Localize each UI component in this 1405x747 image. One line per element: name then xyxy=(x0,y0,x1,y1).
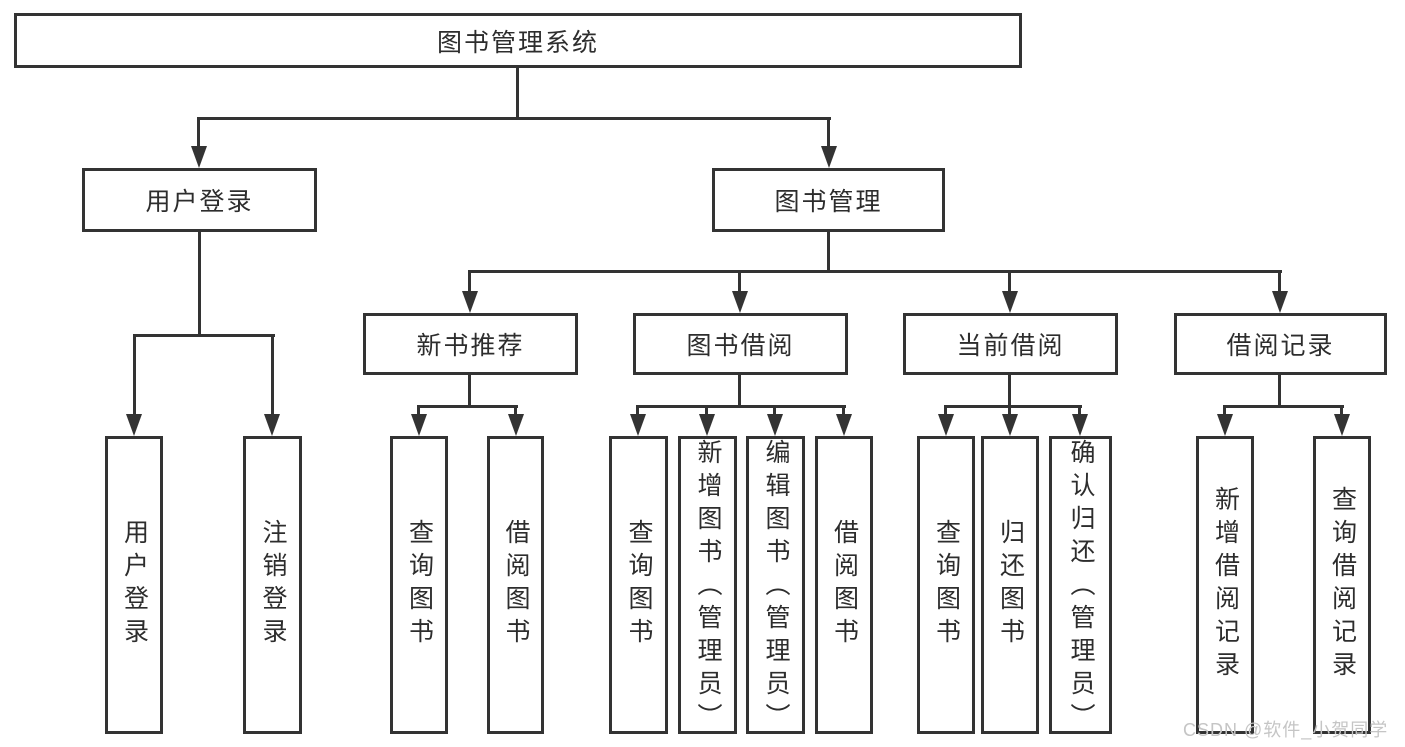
connector-line xyxy=(773,405,776,414)
arrow-down-icon xyxy=(1002,414,1018,436)
connector-line xyxy=(1223,405,1344,408)
connector-line xyxy=(827,117,830,148)
arrow-down-icon xyxy=(191,146,207,168)
node-new-book-recommend: 新书推荐 xyxy=(363,313,578,375)
leaf-add-books-admin: 新增图书（管理员） xyxy=(678,436,737,736)
connector-line xyxy=(636,405,639,414)
connector-line xyxy=(1008,405,1011,414)
arrow-down-icon xyxy=(462,291,478,313)
connector-line xyxy=(842,405,845,414)
arrow-down-icon xyxy=(1217,414,1233,436)
node-root-label: 图书管理系统 xyxy=(436,28,599,57)
connector-line xyxy=(516,68,519,120)
leaf-logout-label: 注销登录 xyxy=(259,519,287,651)
arrow-down-icon xyxy=(411,414,427,436)
leaf-query-books-3-label: 查询图书 xyxy=(932,519,961,651)
connector-line xyxy=(1278,270,1281,291)
leaf-return-books-label: 归还图书 xyxy=(996,519,1025,651)
leaf-query-books-1: 查询图书 xyxy=(390,436,448,734)
connector-line xyxy=(1223,405,1226,414)
node-book-borrow: 图书借阅 xyxy=(633,313,848,375)
leaf-edit-books-admin-label: 编辑图书（管理员） xyxy=(762,439,790,736)
leaf-add-borrow-record-label: 新增借阅记录 xyxy=(1211,486,1240,684)
csdn-watermark: CSDN @软件_小贺同学 xyxy=(1183,720,1389,740)
connector-line xyxy=(468,375,471,408)
arrow-down-icon xyxy=(508,414,524,436)
arrow-down-icon xyxy=(836,414,852,436)
connector-line xyxy=(1278,375,1281,408)
connector-line xyxy=(944,405,947,414)
arrow-down-icon xyxy=(1334,414,1350,436)
leaf-query-books-1-label: 查询图书 xyxy=(405,519,434,651)
leaf-user-login: 用户登录 xyxy=(105,436,163,734)
leaf-borrow-books-2: 借阅图书 xyxy=(815,436,873,734)
connector-line xyxy=(133,334,275,337)
leaf-add-borrow-record: 新增借阅记录 xyxy=(1196,436,1254,734)
connector-line xyxy=(469,270,1282,273)
arrow-down-icon xyxy=(630,414,646,436)
leaf-borrow-books-2-label: 借阅图书 xyxy=(830,519,859,651)
arrow-down-icon xyxy=(1002,291,1018,313)
node-borrow-records: 借阅记录 xyxy=(1174,313,1387,375)
node-book-management: 图书管理 xyxy=(712,168,945,232)
leaf-query-books-2-label: 查询图书 xyxy=(625,519,653,651)
connector-line xyxy=(197,117,200,148)
node-root: 图书管理系统 xyxy=(14,13,1022,68)
connector-line xyxy=(271,334,274,414)
connector-line xyxy=(738,270,741,291)
node-book-management-label: 图书管理 xyxy=(774,188,883,216)
arrow-down-icon xyxy=(264,414,280,436)
connector-line xyxy=(198,232,201,337)
node-current-borrow-label: 当前借阅 xyxy=(956,332,1065,360)
connector-line xyxy=(1078,405,1081,414)
connector-line xyxy=(468,270,471,291)
leaf-add-books-admin-label: 新增图书（管理员） xyxy=(694,439,722,736)
leaf-edit-books-admin: 编辑图书（管理员） xyxy=(746,436,805,736)
connector-line xyxy=(705,405,708,414)
leaf-return-books: 归还图书 xyxy=(981,436,1039,734)
connector-line xyxy=(133,334,136,414)
leaf-query-books-2: 查询图书 xyxy=(609,436,668,734)
connector-line xyxy=(738,375,741,408)
node-book-borrow-label: 图书借阅 xyxy=(686,332,795,360)
leaf-user-login-label: 用户登录 xyxy=(120,519,149,651)
node-borrow-records-label: 借阅记录 xyxy=(1226,332,1335,360)
connector-line xyxy=(636,405,846,408)
connector-line xyxy=(827,232,830,273)
connector-line xyxy=(417,405,518,408)
arrow-down-icon xyxy=(732,291,748,313)
arrow-down-icon xyxy=(126,414,142,436)
node-user-login-label: 用户登录 xyxy=(145,188,254,216)
leaf-borrow-books-1: 借阅图书 xyxy=(487,436,544,734)
leaf-query-borrow-record: 查询借阅记录 xyxy=(1313,436,1371,734)
node-current-borrow: 当前借阅 xyxy=(903,313,1118,375)
arrow-down-icon xyxy=(767,414,783,436)
leaf-confirm-return-admin-label: 确认归还（管理员） xyxy=(1067,439,1095,736)
connector-line xyxy=(1340,405,1343,414)
connector-line xyxy=(1008,270,1011,291)
node-user-login: 用户登录 xyxy=(82,168,317,232)
connector-line xyxy=(417,405,420,414)
connector-line xyxy=(514,405,517,414)
connector-line xyxy=(944,405,1082,408)
leaf-borrow-books-1-label: 借阅图书 xyxy=(502,519,530,651)
arrow-down-icon xyxy=(699,414,715,436)
arrow-down-icon xyxy=(1272,291,1288,313)
leaf-query-books-3: 查询图书 xyxy=(917,436,975,734)
arrow-down-icon xyxy=(821,146,837,168)
arrow-down-icon xyxy=(1072,414,1088,436)
leaf-logout: 注销登录 xyxy=(243,436,302,734)
connector-line xyxy=(1008,375,1011,408)
leaf-confirm-return-admin: 确认归还（管理员） xyxy=(1049,436,1112,736)
connector-line xyxy=(197,117,831,120)
leaf-query-borrow-record-label: 查询借阅记录 xyxy=(1328,486,1357,684)
arrow-down-icon xyxy=(938,414,954,436)
node-new-book-recommend-label: 新书推荐 xyxy=(416,332,525,360)
